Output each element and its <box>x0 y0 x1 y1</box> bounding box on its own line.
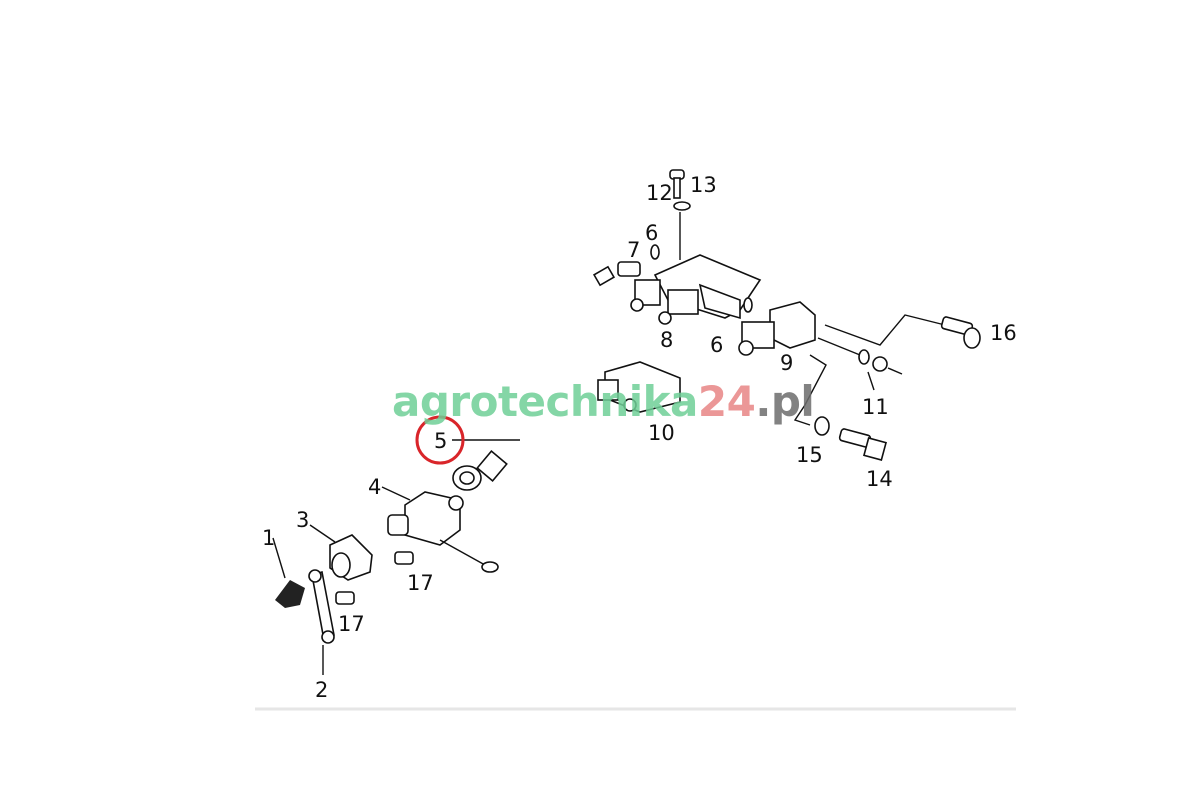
label-part-5[interactable]: 5 <box>434 429 447 453</box>
highlight-circle-part-5 <box>415 415 465 465</box>
valve-block-upper <box>630 212 762 325</box>
fitting-7 <box>617 244 753 313</box>
label-part-8: 8 <box>660 328 673 352</box>
fitting-16 <box>940 316 981 349</box>
grease-nipples-17 <box>335 551 414 605</box>
label-part-6-upper: 6 <box>645 221 658 245</box>
label-part-2: 2 <box>315 678 328 702</box>
link-2 <box>308 569 335 675</box>
distributor-4 <box>381 486 499 573</box>
label-part-7: 7 <box>627 238 640 262</box>
hydraulic-hose <box>452 265 616 491</box>
label-part-12: 12 <box>646 181 673 205</box>
label-part-15: 15 <box>796 443 823 467</box>
label-part-17-a: 17 <box>407 571 434 595</box>
valve-block-9 <box>738 301 946 426</box>
watermark-number: 24 <box>697 377 756 426</box>
watermark-brand: agrotechnika <box>392 377 698 426</box>
label-part-10: 10 <box>648 421 675 445</box>
seal-11-plug <box>858 349 903 391</box>
nut-3 <box>309 524 373 581</box>
label-part-14: 14 <box>866 467 893 491</box>
bolt-13 <box>669 169 691 211</box>
bolt-14-washer-15 <box>814 416 888 462</box>
label-part-9: 9 <box>780 351 793 375</box>
watermark-tld: .pl <box>755 377 815 426</box>
label-part-16: 16 <box>990 321 1017 345</box>
label-part-4: 4 <box>368 475 381 499</box>
label-part-6-lower: 6 <box>710 333 723 357</box>
watermark-logo: agrotechnika24.pl <box>392 377 815 426</box>
valve-block-10 <box>597 361 681 413</box>
label-part-17-b: 17 <box>338 612 365 636</box>
label-part-1: 1 <box>262 526 275 550</box>
label-part-11: 11 <box>862 395 889 419</box>
label-part-13: 13 <box>690 173 717 197</box>
label-part-3: 3 <box>296 508 309 532</box>
fitting-1 <box>272 537 305 608</box>
